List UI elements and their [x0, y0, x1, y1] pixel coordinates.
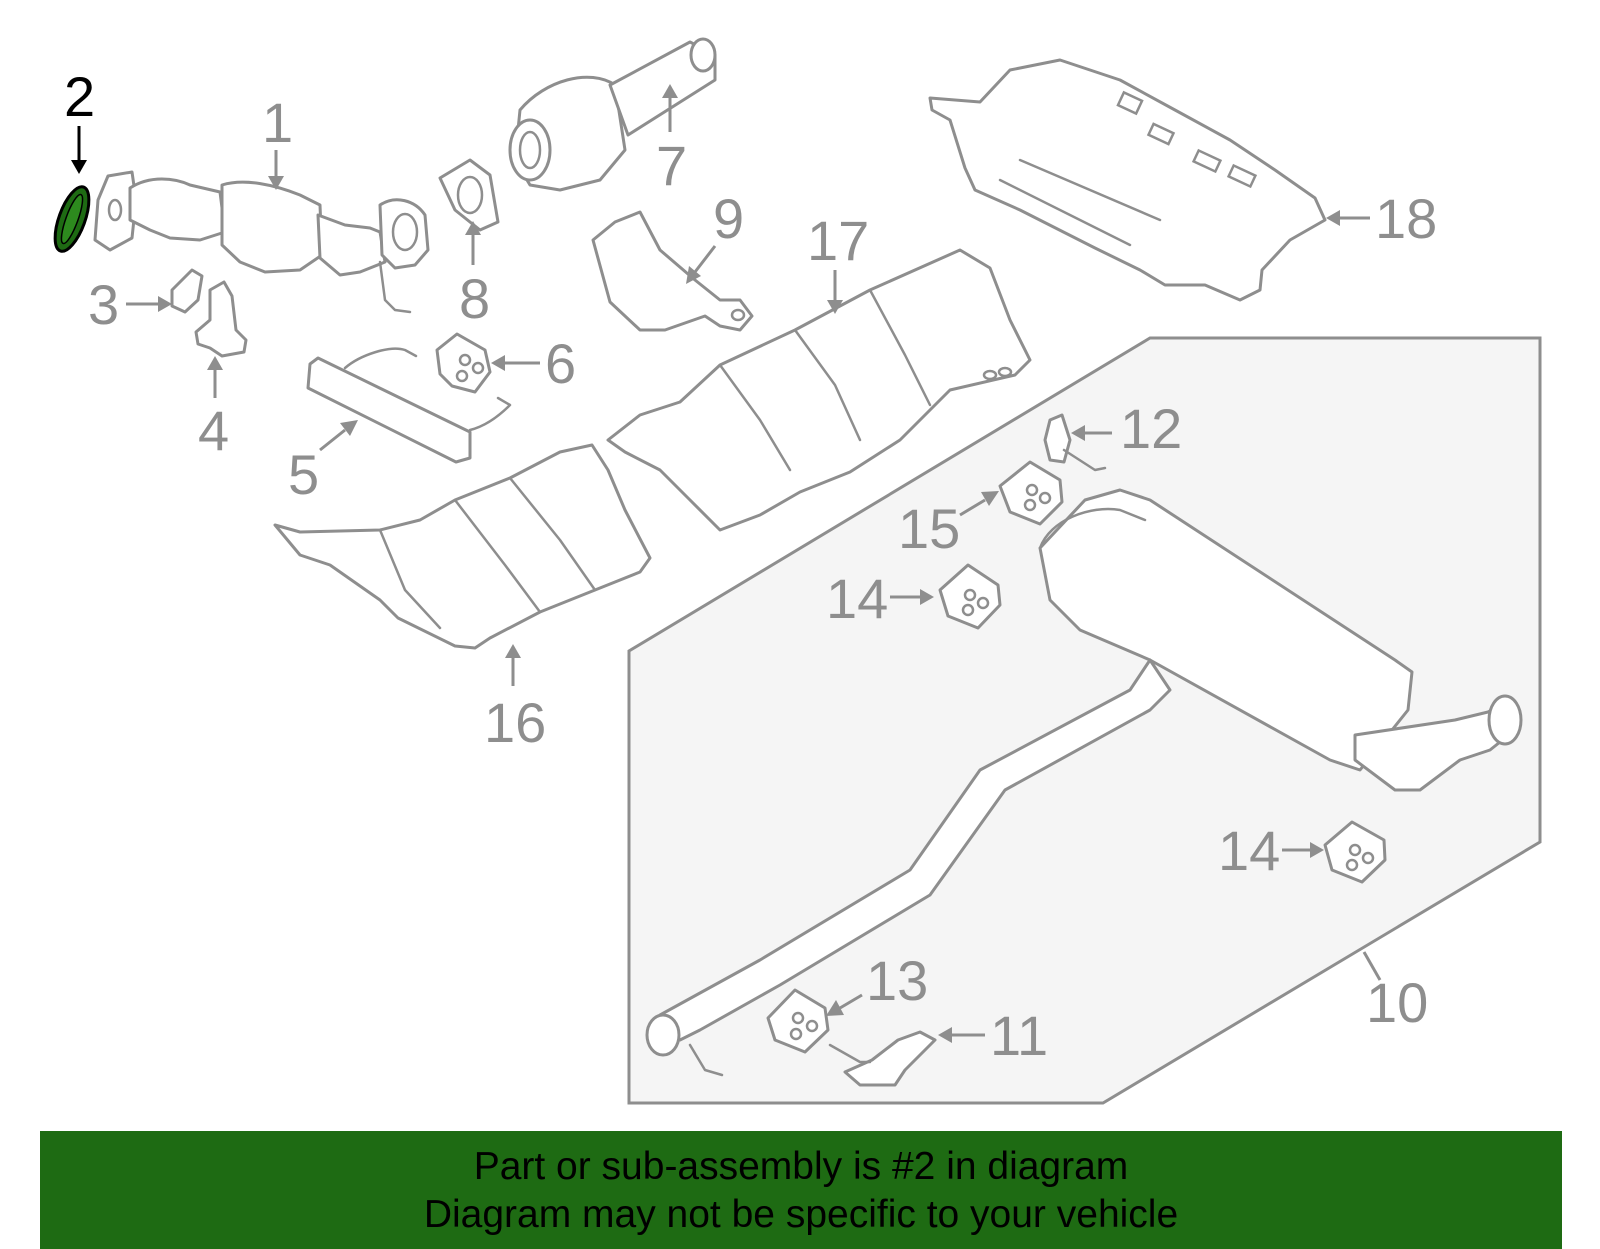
part-12-bracket[interactable] [1043, 413, 1107, 472]
part-14-isolator-upper[interactable] [938, 563, 1002, 630]
part-4-bracket[interactable] [194, 280, 248, 358]
callout-14-upper[interactable]: 14 [826, 567, 888, 630]
part-15-isolator[interactable] [998, 460, 1064, 526]
callout-7[interactable]: 7 [656, 134, 687, 197]
part-16-heat-shield[interactable] [273, 443, 652, 650]
banner-line-2: Diagram may not be specific to your vehi… [423, 1193, 1179, 1236]
callout-4[interactable]: 4 [198, 399, 229, 462]
callout-2[interactable]: 2 [64, 65, 95, 128]
banner-line-1: Part or sub-assembly is #2 in diagram [473, 1145, 1129, 1188]
callout-14-lower[interactable]: 14 [1218, 819, 1280, 882]
part-14-isolator-lower[interactable] [1323, 820, 1387, 884]
info-banner: Part or sub-assembly is #2 in diagram Di… [40, 1131, 1562, 1249]
callout-3[interactable]: 3 [88, 273, 119, 336]
part-5-hanger-bracket[interactable] [306, 347, 512, 464]
part-3-bracket[interactable] [170, 268, 204, 314]
callout-16[interactable]: 16 [484, 691, 546, 754]
part-1-catalytic-converter[interactable] [93, 170, 430, 314]
callout-6[interactable]: 6 [545, 332, 576, 395]
callout-15[interactable]: 15 [898, 497, 960, 560]
callout-5[interactable]: 5 [288, 443, 319, 506]
callout-9[interactable]: 9 [713, 187, 744, 250]
callout-1[interactable]: 1 [262, 91, 293, 154]
part-11-bracket[interactable] [828, 1030, 937, 1087]
callout-8[interactable]: 8 [459, 267, 490, 330]
callout-11[interactable]: 11 [990, 1004, 1048, 1067]
callout-12[interactable]: 12 [1120, 397, 1182, 460]
part-18-underbody-shield[interactable] [928, 58, 1327, 302]
part-9-heat-shield[interactable] [591, 210, 754, 332]
part-13-isolator[interactable] [766, 988, 830, 1054]
part-7-converter[interactable] [508, 37, 717, 192]
arrowhead-2 [71, 160, 87, 174]
callout-17[interactable]: 17 [807, 209, 869, 272]
part-2-gasket[interactable] [48, 183, 96, 256]
callout-18[interactable]: 18 [1375, 187, 1437, 250]
part-17-heat-shield[interactable] [606, 248, 1032, 532]
callout-leaders [71, 84, 1382, 1043]
part-6-isolator[interactable] [435, 332, 492, 394]
callout-10[interactable]: 10 [1366, 971, 1428, 1034]
part-10-muffler-assembly[interactable] [645, 488, 1523, 1077]
part-8-gasket[interactable] [438, 158, 500, 232]
callout-13[interactable]: 13 [866, 949, 928, 1012]
